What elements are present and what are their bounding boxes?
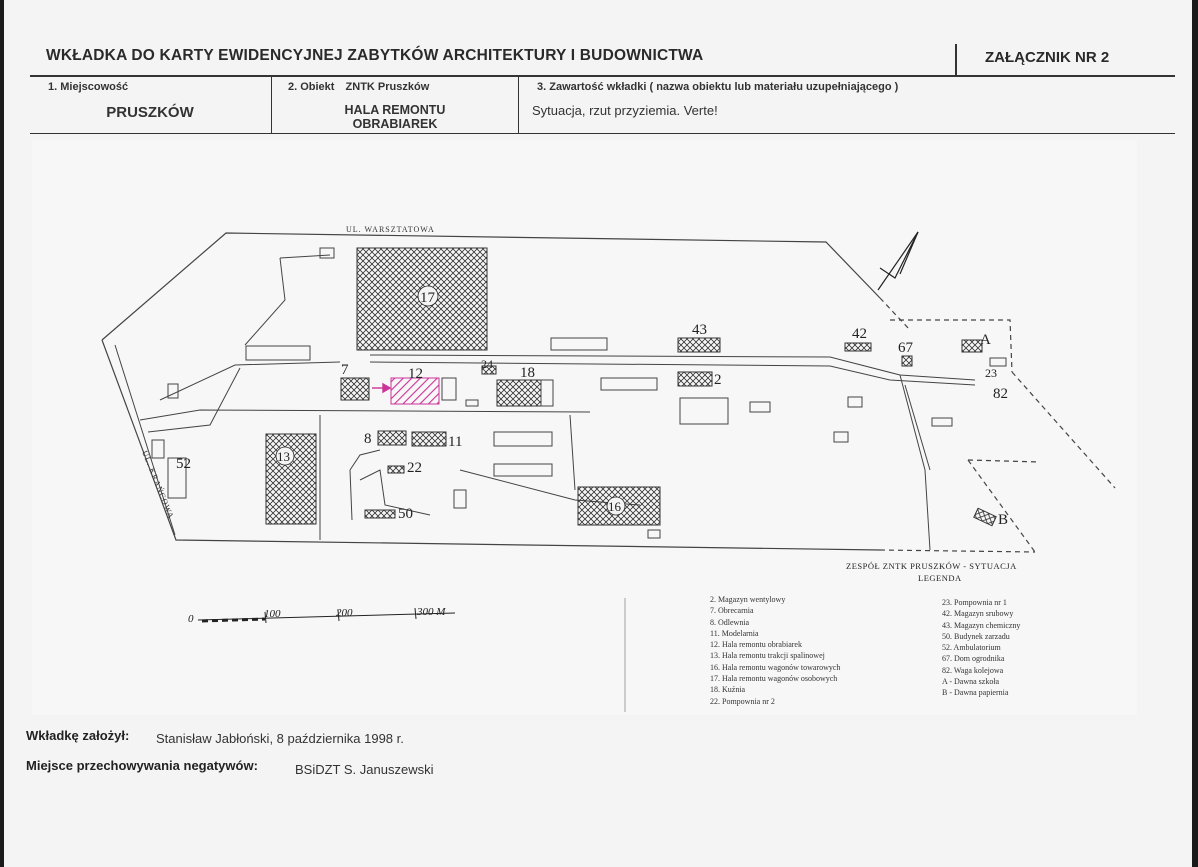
scale-0: 0 [188, 613, 194, 625]
legend-item: 7. Obrecarnia [710, 606, 754, 616]
label-8: 8 [364, 431, 372, 447]
locality-value: PRUSZKÓW [106, 104, 194, 121]
street-top-label: UL. WARSZTATOWA [346, 225, 435, 234]
locality-label: 1. Miejscowość [48, 81, 129, 93]
legend-item: A - Dawna szkoła [942, 677, 1000, 687]
storage-label: Miejsce przechowywania negatywów: [26, 758, 258, 773]
content-value: Sytuacja, rzut przyziemia. Verte! [532, 103, 718, 118]
header-divider-vertical [955, 44, 957, 76]
field-divider-1 [271, 77, 272, 133]
label-7: 7 [341, 362, 349, 378]
storage-value: BSiDZT S. Januszewski [295, 762, 434, 777]
building-50 [364, 509, 396, 519]
hatched-buildings [265, 247, 997, 527]
legend-item: 52. Ambulatorium [942, 643, 1001, 653]
label-13: 13 [277, 449, 290, 464]
legend-heading: LEGENDA [918, 573, 962, 583]
building-22 [387, 465, 405, 474]
legend-item: 2. Magazyn wentylowy [710, 595, 786, 604]
building-2 [677, 371, 713, 387]
label-43: 43 [692, 322, 707, 338]
object-value-line1: HALA REMONTU [344, 103, 446, 117]
object-label-text: 2. Obiekt [288, 81, 335, 93]
object-value: HALA REMONTU OBRABIAREK [300, 103, 490, 131]
label-42: 42 [852, 326, 867, 342]
header-rule [30, 75, 1175, 77]
field-divider-2 [518, 77, 519, 133]
legend-item: 11. Modelarnia [710, 628, 759, 638]
label-23: 23 [985, 366, 997, 380]
building-11 [411, 431, 447, 447]
site-boundary [101, 232, 1116, 553]
legend-item: 43. Magazyn chemiczny [942, 620, 1021, 630]
legend-item: 67. Dom ogrodnika [942, 654, 1005, 664]
object-value-line2: OBRABIAREK [352, 117, 438, 131]
field-bottom-rule [30, 133, 1175, 134]
scan-edge-left [0, 0, 4, 867]
legend-item: 82. Waga kolejowa [942, 665, 1004, 675]
building-67 [901, 355, 913, 367]
legend-item: 18. Kuźnia [710, 685, 746, 695]
legend-right: 23. Pompownia nr 1 42. Magazyn srubowy 4… [942, 597, 1020, 699]
label-50: 50 [398, 506, 413, 522]
scale-300: 300 M [416, 606, 446, 618]
document-title: WKŁADKA DO KARTY EWIDENCYJNEJ ZABYTKÓW A… [46, 47, 704, 64]
label-12: 12 [408, 366, 423, 382]
building-8 [377, 430, 407, 446]
scale-bar [197, 607, 456, 624]
building-labels: 17 43 42 67 A 7 12 24 18 2 23 82 13 8 11… [176, 285, 1008, 528]
building-12 [390, 377, 440, 405]
legend-item: 16. Hala remontu wagonów towarowych [710, 662, 841, 672]
label-82: 82 [993, 386, 1008, 402]
label-11: 11 [448, 434, 462, 450]
legend-item: 22. Pompownia nr 2 [710, 696, 775, 706]
legend-item: 13. Hala remontu trakcji spalinowej [710, 651, 825, 661]
label-17: 17 [420, 290, 436, 306]
label-2: 2 [714, 372, 722, 388]
label-A: A [980, 332, 991, 348]
object-label: 2. Obiekt ZNTK Pruszków [288, 81, 429, 93]
label-B: B [998, 512, 1008, 528]
legend-left: 2. Magazyn wentylowy 7. Obrecarnia 8. Od… [710, 594, 840, 707]
building-24 [481, 365, 497, 375]
building-B [973, 507, 997, 527]
scale-200: 200 [336, 607, 353, 619]
legend-item: 12. Hala remontu obrabiarek [710, 640, 802, 650]
label-52: 52 [176, 456, 191, 472]
plan-title: ZESPÓŁ ZNTK PRUSZKÓW - SYTUACJA [846, 561, 1017, 571]
legend-item: 8. Odlewnia [710, 617, 750, 627]
scale-labels: 0 100 200 300 M [188, 606, 446, 625]
building-13 [265, 433, 317, 525]
content-label: 3. Zawartość wkładki ( nazwa obiektu lub… [537, 81, 899, 93]
internal-roads [114, 254, 976, 551]
scale-100: 100 [264, 608, 281, 620]
legend-item: 42. Magazyn srubowy [942, 609, 1014, 619]
label-16: 16 [608, 499, 622, 514]
highlight-pointer-icon [372, 382, 392, 394]
author-value: Stanisław Jabłoński, 8 października 1998… [156, 731, 404, 746]
label-67: 67 [898, 340, 914, 356]
scan-edge-right [1192, 0, 1198, 867]
annex-number: ZAŁĄCZNIK NR 2 [985, 49, 1110, 66]
author-label: Wkładkę założył: [26, 728, 130, 743]
street-left-label: UL. KRAŃCOWA [140, 449, 177, 520]
legend-item: 17. Hala remontu wagonów osobowych [710, 674, 838, 684]
outline-buildings [151, 247, 1007, 539]
building-18 [496, 379, 542, 407]
object-owner: ZNTK Pruszków [345, 81, 430, 93]
legend-item: B - Dawna papiernia [942, 688, 1009, 698]
building-A [961, 339, 983, 353]
legend-item: 50. Budynek zarzadu [942, 631, 1010, 641]
north-arrow-icon [877, 231, 919, 291]
building-7 [340, 377, 370, 401]
building-42 [844, 342, 872, 352]
label-18: 18 [520, 365, 535, 381]
label-22: 22 [407, 460, 422, 476]
legend-item: 23. Pompownia nr 1 [942, 598, 1007, 607]
building-43 [677, 337, 721, 353]
label-24: 24 [481, 357, 493, 371]
